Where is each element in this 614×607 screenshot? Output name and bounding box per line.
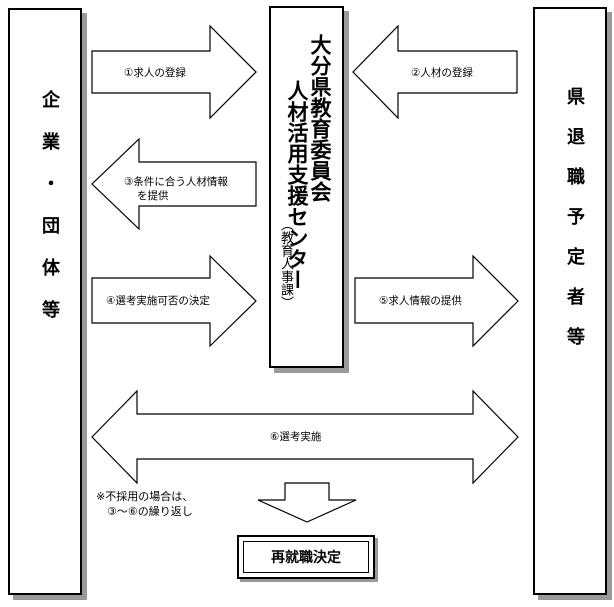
arrow-3-label-line1: ③条件に合う人材情報 bbox=[124, 176, 228, 188]
arrow-3-label-line2: を提供 bbox=[137, 190, 169, 202]
rejection-note: ※不採用の場合は、 ③～⑥の繰り返し bbox=[96, 490, 194, 518]
arrow-down-result bbox=[257, 482, 357, 523]
retiree-box: 県退職予定者等 bbox=[533, 7, 607, 595]
center-title-line1: 大分県教育委員会 bbox=[308, 34, 332, 202]
arrow-4-label: ④選考実施可否の決定 bbox=[106, 295, 210, 307]
arrow-5-right bbox=[354, 254, 519, 348]
support-center-box: 大分県教育委員会 人材活用支援センター （教育人事課） bbox=[269, 6, 344, 368]
retiree-label: 県退職予定者等 bbox=[564, 87, 585, 367]
center-title-line2: 人材活用支援センター bbox=[285, 80, 309, 290]
arrow-4-right bbox=[91, 254, 257, 348]
arrow-1-right bbox=[91, 24, 257, 120]
company-organization-label: 企業・団体等 bbox=[39, 90, 60, 342]
arrow-5-label: ⑤求人情報の提供 bbox=[379, 295, 462, 307]
arrow-6-double bbox=[91, 389, 519, 485]
arrow-3-label: ③条件に合う人材情報 を提供 bbox=[124, 175, 228, 203]
arrow-1-label: ①求人の登録 bbox=[124, 67, 186, 79]
result-box: 再就職決定 bbox=[237, 535, 375, 579]
arrow-6-label: ⑥選考実施 bbox=[270, 431, 322, 443]
arrow-3-left bbox=[91, 137, 257, 231]
arrow-2-label: ②人材の登録 bbox=[411, 67, 473, 79]
company-organization-box: 企業・団体等 bbox=[8, 8, 82, 595]
center-subtitle: （教育人事課） bbox=[278, 218, 293, 309]
result-label: 再就職決定 bbox=[243, 541, 369, 573]
arrow-2-left bbox=[352, 24, 518, 120]
